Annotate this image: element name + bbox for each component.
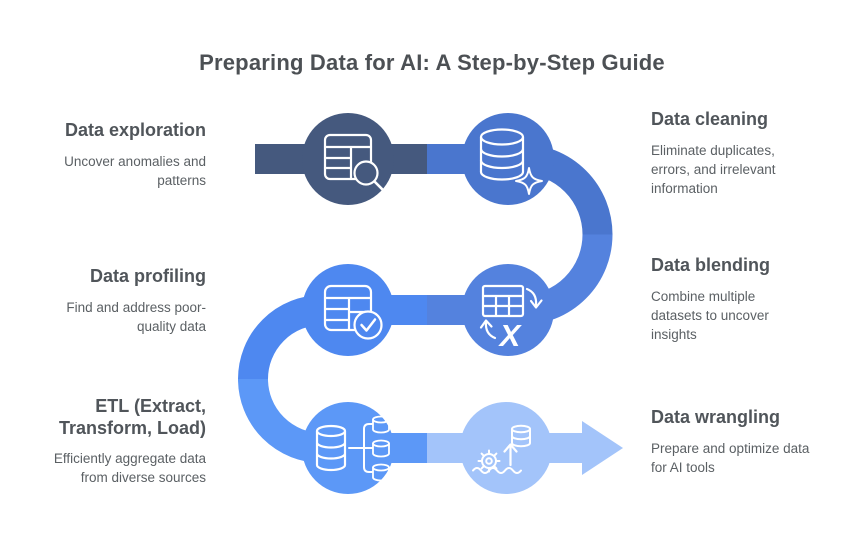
step-label-data-exploration: Data exploration Uncover anomalies and p… xyxy=(18,120,206,190)
step-title: Data wrangling xyxy=(651,407,781,427)
step-description: Combine multiple datasets to uncover ins… xyxy=(651,288,769,342)
step-label-data-cleaning: Data cleaning Eliminate duplicates, erro… xyxy=(651,109,861,198)
step-description: Eliminate duplicates, errors, and irrele… xyxy=(651,142,776,196)
gear-data-icon xyxy=(472,424,531,474)
step-title: Data profiling xyxy=(90,266,206,286)
step-title: Data exploration xyxy=(64,120,206,140)
step-label-data-blending: Data blending Combine multiple datasets … xyxy=(651,255,861,344)
step-title: Data blending xyxy=(651,255,771,275)
step-label-data-profiling: Data profiling Find and address poor- qu… xyxy=(18,266,206,336)
step-circle-data-cleaning xyxy=(462,113,554,205)
database-split-icon xyxy=(315,415,390,482)
step-description: Prepare and optimize data for AI tools xyxy=(651,440,810,475)
database-sparkle-icon xyxy=(479,128,543,195)
step-title: Data cleaning xyxy=(651,109,769,129)
step-circle-data-wrangling xyxy=(460,402,552,494)
page-title: Preparing Data for AI: A Step-by-Step Gu… xyxy=(199,50,665,75)
table-check-icon xyxy=(323,284,383,340)
flow-arrowhead xyxy=(582,421,623,475)
step-title: ETL (Extract, Transform, Load) xyxy=(58,396,206,438)
step-label-data-wrangling: Data wrangling Prepare and optimize data… xyxy=(651,407,861,477)
merge-x-glyph: X xyxy=(498,318,523,353)
step-description: Efficiently aggregate data from diverse … xyxy=(53,451,206,486)
step-label-etl: ETL (Extract, Transform, Load) Efficient… xyxy=(18,396,206,487)
step-description: Find and address poor- quality data xyxy=(66,299,206,334)
table-merge-icon: X xyxy=(479,284,543,353)
table-search-icon xyxy=(323,133,385,192)
step-description: Uncover anomalies and patterns xyxy=(64,153,206,188)
